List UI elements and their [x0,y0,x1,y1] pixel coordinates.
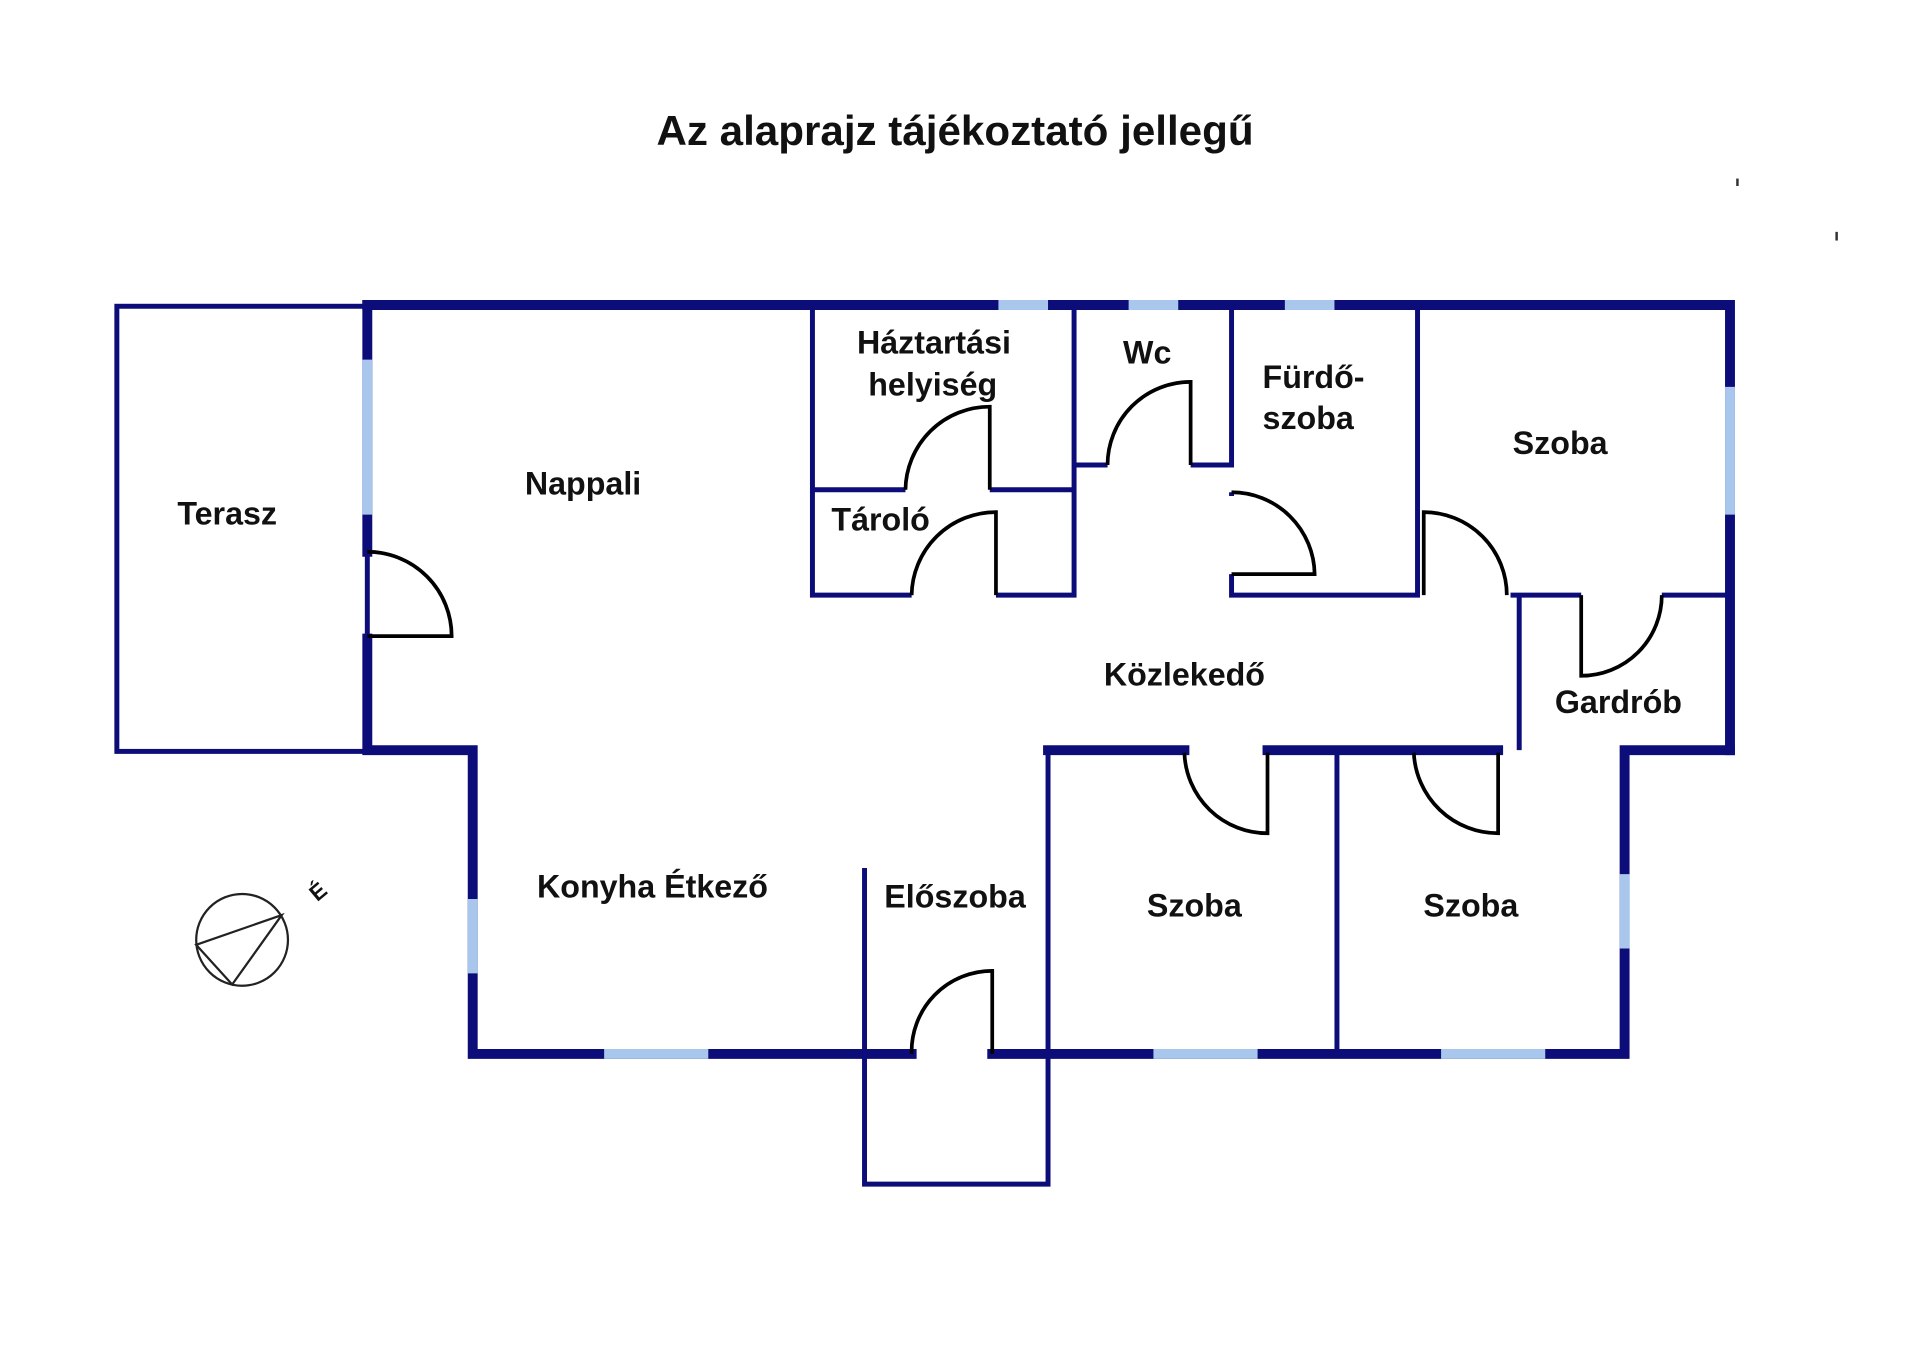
room-label-kozlekedo: Közlekedő [1104,657,1265,693]
room-label-haztartasi: Háztartási [857,324,1011,360]
doors [367,380,1664,1054]
room-label-terasz: Terasz [177,495,277,531]
room-label-szoba-top: Szoba [1513,425,1609,461]
room-labels: Terasz Nappali Háztartási helyiség Tárol… [177,324,1682,923]
room-label-konyha: Konyha Étkező [537,869,768,905]
interior-walls [809,309,1728,1187]
compass-label: É [304,877,331,906]
windows [362,300,1735,1059]
north-arrow-icon: É [194,877,332,987]
room-label-haztartasi-2: helyiség [868,367,997,403]
room-label-wc: Wc [1123,334,1171,370]
room-label-gardrob: Gardrób [1555,684,1682,720]
room-label-szoba-right: Szoba [1423,887,1519,923]
room-label-furdo: Fürdő- [1263,359,1365,395]
room-label-tarolo: Tároló [831,502,929,538]
room-label-szoba-mid: Szoba [1147,887,1243,923]
room-label-furdo-2: szoba [1263,400,1355,436]
room-label-eloszoba: Előszoba [884,879,1027,915]
room-label-nappali: Nappali [525,466,641,502]
plan-title: Az alaprajz tájékoztató jellegű [656,107,1253,154]
